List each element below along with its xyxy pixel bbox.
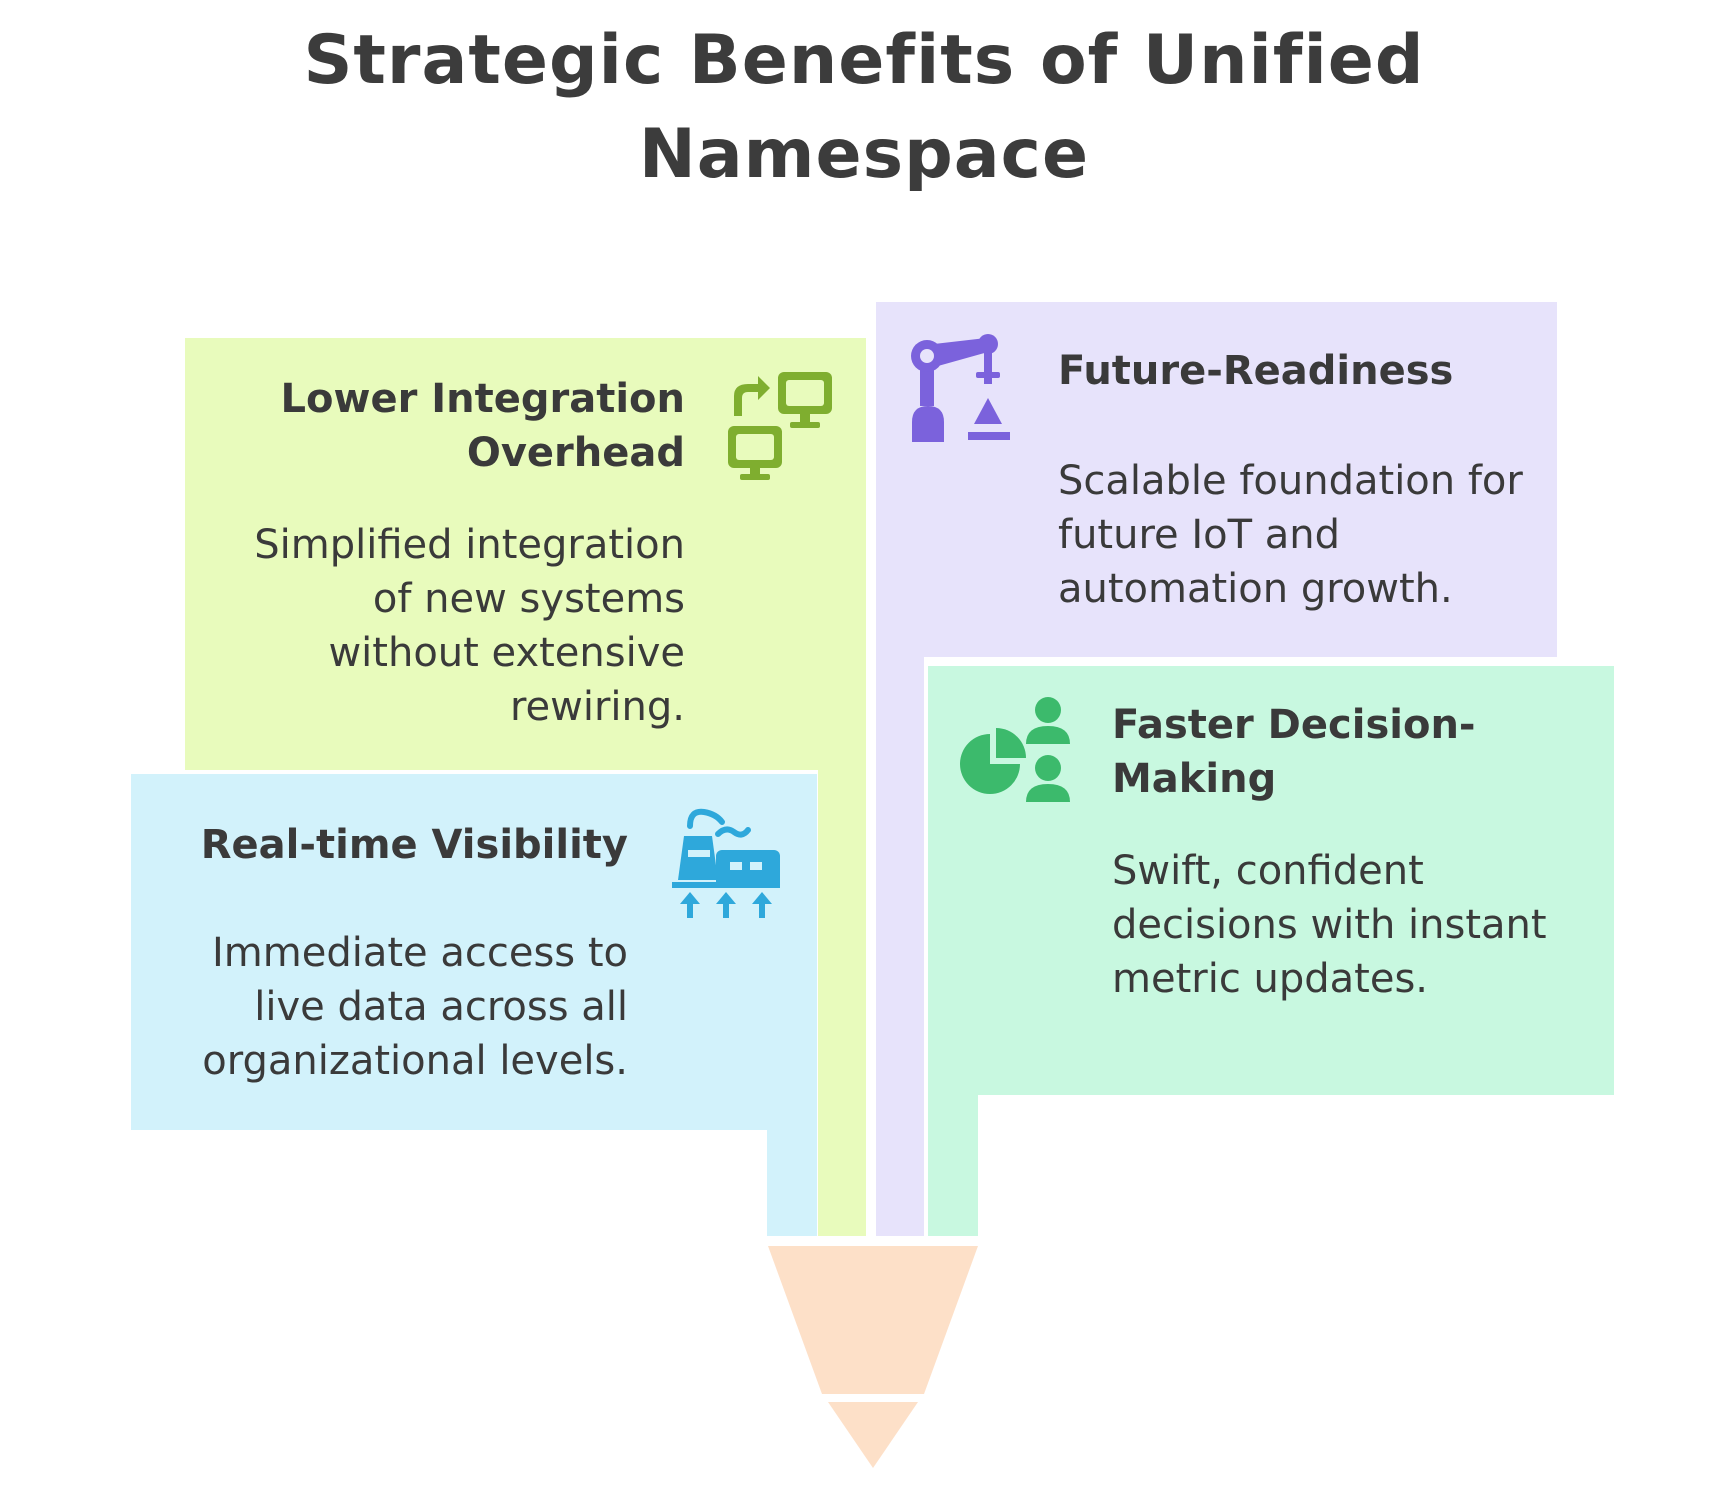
page-title: Strategic Benefits of Unified Namespace <box>303 21 1425 194</box>
funnel <box>768 1246 978 1468</box>
funnel-upper <box>768 1246 978 1394</box>
card-future-readiness-stem <box>876 302 924 1236</box>
card-future-readiness-title: Future-Readiness <box>1058 348 1454 394</box>
funnel-lower <box>828 1402 918 1468</box>
robotic-arm-icon <box>911 334 1010 442</box>
factory-upload-icon <box>672 808 780 918</box>
pie-chart-people-icon <box>960 697 1070 802</box>
card-future-readiness-description: Scalable foundation for future IoT and a… <box>1058 458 1523 612</box>
card-lower-integration-bg <box>185 338 866 770</box>
card-realtime-visibility-description: Immediate access to live data across all… <box>202 930 628 1084</box>
card-realtime-visibility-bg <box>131 774 817 1130</box>
card-lower-integration-title: Lower Integration Overhead <box>280 376 685 476</box>
card-realtime-visibility-title: Real-time Visibility <box>200 822 628 868</box>
card-lower-integration-stem <box>818 338 866 1236</box>
card-faster-decision-title: Faster Decision-Making <box>1112 702 1476 802</box>
card-lower-integration-description: Simplified integration of new systems wi… <box>254 522 685 730</box>
card-faster-decision-description: Swift, confident decisions with instant … <box>1112 848 1547 1002</box>
monitors-sync-icon <box>728 372 832 480</box>
